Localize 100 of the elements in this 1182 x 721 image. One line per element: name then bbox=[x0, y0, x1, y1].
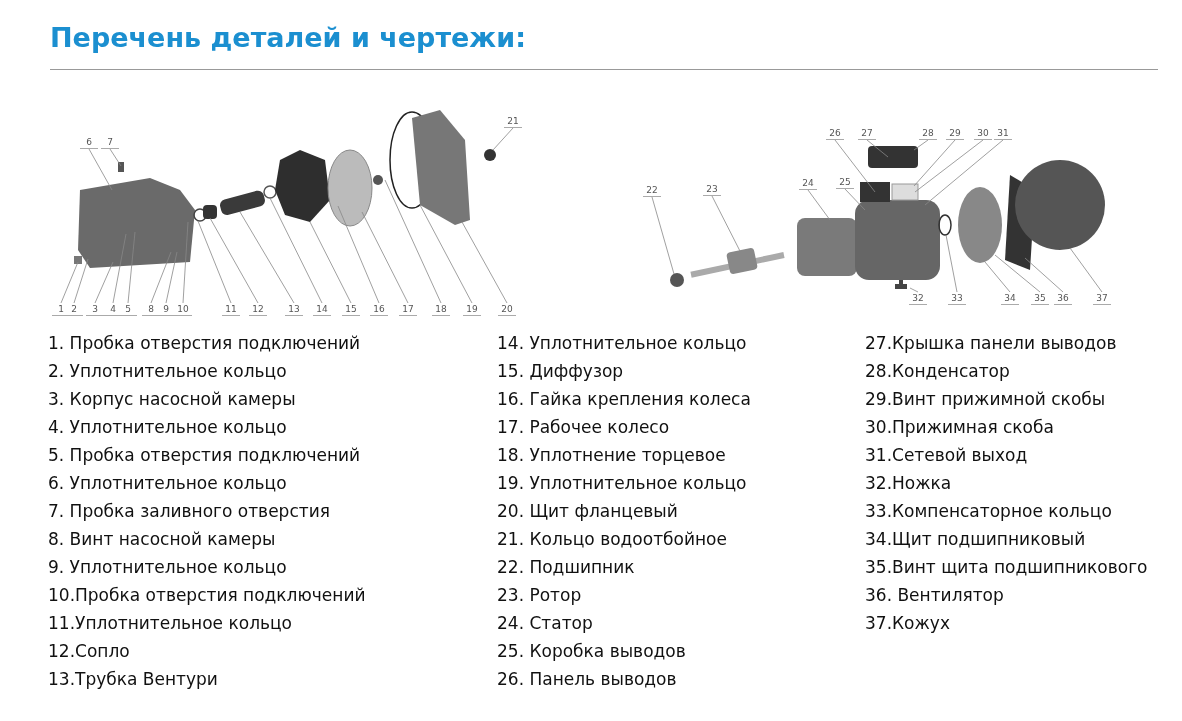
leader-line bbox=[913, 139, 929, 151]
callout-number: 37 bbox=[1093, 292, 1111, 305]
leader-line bbox=[1024, 257, 1064, 293]
part-list-item: 34.Щит подшипниковый bbox=[865, 529, 1086, 549]
part-list-item: 29.Винт прижимной скобы bbox=[865, 389, 1106, 409]
leader-line bbox=[384, 179, 442, 304]
leader-line bbox=[913, 139, 956, 187]
leader-line bbox=[866, 139, 889, 158]
callout-number: 25 bbox=[836, 176, 854, 189]
part-list-item: 14. Уплотнительное кольцо bbox=[497, 333, 747, 353]
callout-number: 4 bbox=[104, 303, 122, 316]
callout-number: 24 bbox=[799, 177, 817, 190]
leader-line bbox=[844, 188, 866, 211]
callout-number: 23 bbox=[703, 183, 721, 196]
page-title: Перечень деталей и чертежи: bbox=[50, 22, 526, 53]
part-list-item: 21. Кольцо водоотбойное bbox=[497, 529, 727, 549]
part-list-item: 13.Трубка Вентури bbox=[48, 669, 218, 689]
callout-number: 11 bbox=[222, 303, 240, 316]
leader-line bbox=[127, 231, 136, 304]
leader-line bbox=[309, 221, 352, 304]
leader-line bbox=[182, 221, 189, 304]
callout-number: 29 bbox=[946, 127, 964, 140]
part-list-item: 19. Уплотнительное кольцо bbox=[497, 473, 747, 493]
part-list-item: 26. Панель выводов bbox=[497, 669, 677, 689]
leader-line bbox=[197, 220, 232, 304]
callout-number: 20 bbox=[498, 303, 516, 316]
part-list-item: 16. Гайка крепления колеса bbox=[497, 389, 751, 409]
leader-line bbox=[945, 234, 958, 293]
leader-line bbox=[60, 261, 79, 304]
part-list-item: 10.Пробка отверстия подключений bbox=[48, 585, 366, 605]
leader-line bbox=[150, 251, 172, 304]
leader-line bbox=[239, 211, 295, 304]
leader-line bbox=[651, 196, 675, 275]
callout-number: 27 bbox=[858, 127, 876, 140]
leader-line bbox=[909, 287, 919, 293]
part-list-item: 3. Корпус насосной камеры bbox=[48, 389, 296, 409]
leader-line bbox=[269, 197, 323, 304]
callout-number: 18 bbox=[432, 303, 450, 316]
callout-number: 21 bbox=[504, 115, 522, 128]
leader-line bbox=[807, 189, 831, 221]
leader-line bbox=[924, 139, 1004, 206]
part-list-item: 7. Пробка заливного отверстия bbox=[48, 501, 330, 521]
part-list-item: 18. Уплотнение торцевое bbox=[497, 445, 726, 465]
callout-number: 28 bbox=[919, 127, 937, 140]
leader-line bbox=[914, 139, 984, 193]
leader-line bbox=[994, 254, 1041, 293]
callout-number: 5 bbox=[119, 303, 137, 316]
part-list-item: 8. Винт насосной камеры bbox=[48, 529, 276, 549]
callout-number: 3 bbox=[86, 303, 104, 316]
part-list-item: 4. Уплотнительное кольцо bbox=[48, 417, 287, 437]
callout-number: 9 bbox=[157, 303, 175, 316]
callout-number: 7 bbox=[101, 136, 119, 149]
part-list-item: 35.Винт щита подшипникового bbox=[865, 557, 1148, 577]
leader-line bbox=[461, 221, 508, 304]
callout-number: 22 bbox=[643, 184, 661, 197]
leader-line bbox=[165, 251, 178, 304]
callout-number: 31 bbox=[994, 127, 1012, 140]
callout-number: 10 bbox=[174, 303, 192, 316]
leader-line bbox=[984, 261, 1011, 293]
leader-line bbox=[209, 217, 259, 304]
part-list-item: 5. Пробка отверстия подключений bbox=[48, 445, 361, 465]
leader-line bbox=[1069, 247, 1103, 293]
callout-number: 26 bbox=[826, 127, 844, 140]
part-list-item: 11.Уплотнительное кольцо bbox=[48, 613, 292, 633]
part-list-item: 15. Диффузор bbox=[497, 361, 624, 381]
part-list-item: 33.Компенсаторное кольцо bbox=[865, 501, 1112, 521]
callout-number: 8 bbox=[142, 303, 160, 316]
part-list-item: 31.Сетевой выход bbox=[865, 445, 1028, 465]
callout-number: 33 bbox=[948, 292, 966, 305]
callout-number: 15 bbox=[342, 303, 360, 316]
leader-line bbox=[492, 127, 514, 151]
part-list-item: 17. Рабочее колесо bbox=[497, 417, 670, 437]
part-list-item: 36. Вентилятор bbox=[865, 585, 1004, 605]
callout-number: 12 bbox=[249, 303, 267, 316]
part-list-item: 32.Ножка bbox=[865, 473, 952, 493]
callout-number: 19 bbox=[463, 303, 481, 316]
part-list-item: 22. Подшипник bbox=[497, 557, 635, 577]
leader-line bbox=[337, 205, 380, 304]
callout-number: 17 bbox=[399, 303, 417, 316]
callout-number: 16 bbox=[370, 303, 388, 316]
leader-line bbox=[112, 233, 127, 304]
part-list-item: 27.Крышка панели выводов bbox=[865, 333, 1117, 353]
callout-number: 36 bbox=[1054, 292, 1072, 305]
part-list-item: 1. Пробка отверстия подключений bbox=[48, 333, 361, 353]
part-list-item: 9. Уплотнительное кольцо bbox=[48, 557, 287, 577]
part-list-item: 25. Коробка выводов bbox=[497, 641, 686, 661]
part-list-item: 12.Сопло bbox=[48, 641, 130, 661]
callout-number: 6 bbox=[80, 136, 98, 149]
callout-number: 14 bbox=[313, 303, 331, 316]
callout-number: 30 bbox=[974, 127, 992, 140]
part-list-item: 20. Щит фланцевый bbox=[497, 501, 678, 521]
callout-number: 13 bbox=[285, 303, 303, 316]
leader-line bbox=[88, 148, 113, 191]
part-list-item: 28.Конденсатор bbox=[865, 361, 1010, 381]
leader-line bbox=[94, 261, 114, 304]
part-list-item: 6. Уплотнительное кольцо bbox=[48, 473, 287, 493]
part-list-item: 23. Ротор bbox=[497, 585, 582, 605]
callout-number: 35 bbox=[1031, 292, 1049, 305]
leader-line bbox=[361, 211, 409, 304]
leader-line bbox=[73, 258, 89, 304]
